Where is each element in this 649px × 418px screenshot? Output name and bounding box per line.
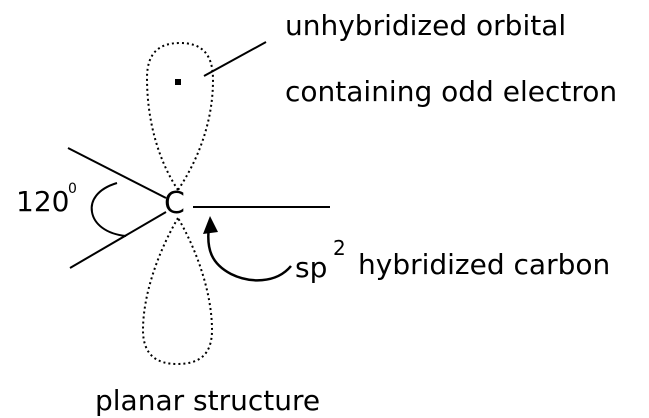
bond-lower-left	[69, 211, 167, 269]
arrow-head	[203, 216, 218, 234]
lower-orbital-lobe	[141, 216, 214, 366]
curved-arrow	[207, 225, 292, 282]
hybridization-prefix: sp	[295, 251, 328, 284]
hybridization-label: hybridized carbon	[358, 248, 611, 281]
angle-arc	[90, 182, 127, 237]
orbital-label-line2: containing odd electron	[285, 75, 618, 108]
bond-angle-degree-mark: 0	[68, 181, 77, 197]
bond-angle-value: 120	[16, 185, 70, 218]
orbital-pointer-line	[203, 41, 267, 77]
bond-upper-left	[67, 147, 167, 199]
carbon-atom-label: C	[164, 186, 185, 221]
hybridization-superscript: 2	[333, 236, 346, 260]
odd-electron-dot	[175, 79, 181, 85]
upper-orbital-lobe	[145, 41, 215, 192]
orbital-label-line1: unhybridized orbital	[285, 9, 567, 42]
caption: planar structure	[95, 384, 321, 417]
